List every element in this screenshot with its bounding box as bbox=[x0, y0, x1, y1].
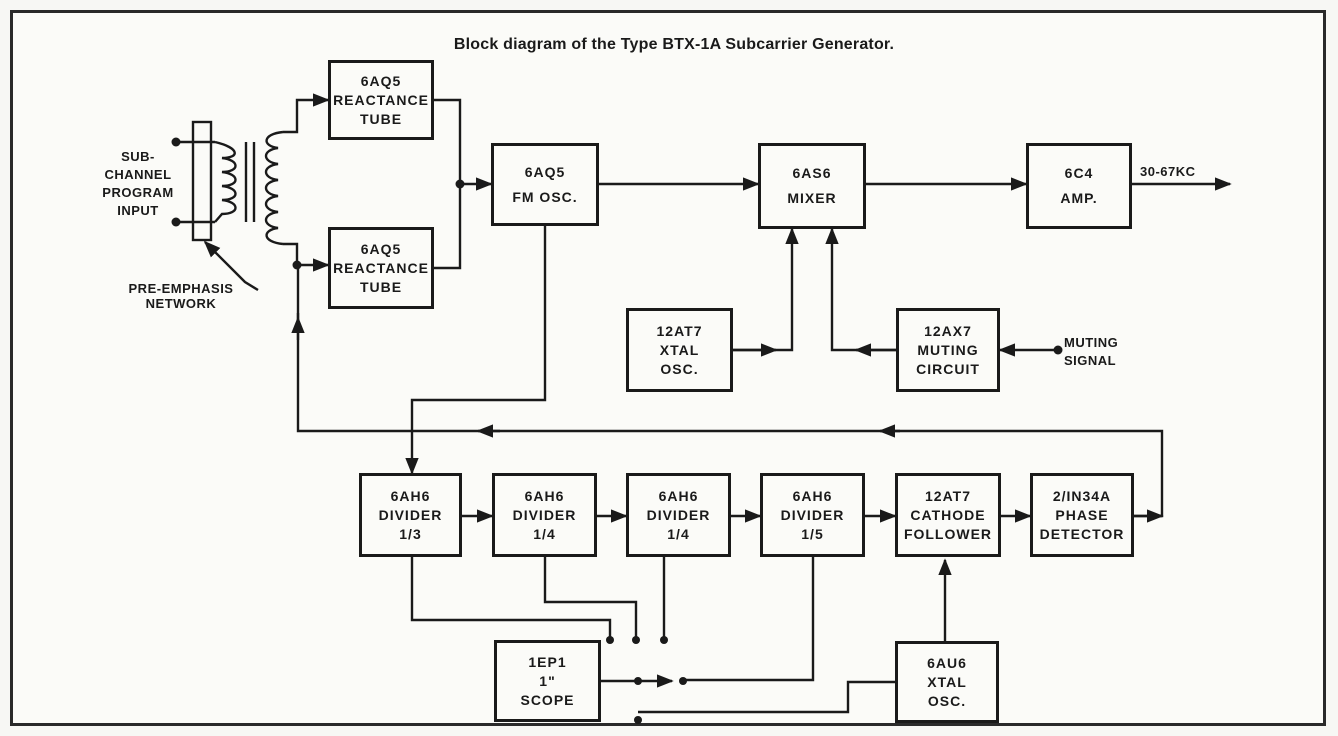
switch-contact-2 bbox=[632, 636, 640, 644]
amplifier: 6C4 AMP. bbox=[1026, 143, 1132, 229]
wire-6au6-to-scope bbox=[638, 680, 895, 714]
input-terminal-bottom bbox=[171, 217, 181, 227]
tap-divider-4 bbox=[683, 557, 815, 682]
tap-divider-2 bbox=[543, 557, 638, 637]
divider-1: 6AH6 DIVIDER 1/3 bbox=[359, 473, 462, 557]
diagram-title: Block diagram of the Type BTX-1A Subcarr… bbox=[453, 36, 895, 53]
phase-detector: 2/IN34A PHASE DETECTOR bbox=[1030, 473, 1134, 557]
input-label: SUB- CHANNEL PROGRAM INPUT bbox=[102, 149, 174, 218]
divider-3: 6AH6 DIVIDER 1/4 bbox=[626, 473, 731, 557]
divider-2: 6AH6 DIVIDER 1/4 bbox=[492, 473, 597, 557]
fm-oscillator: 6AQ5 FM OSC. bbox=[491, 143, 599, 226]
pre-emphasis-pointer bbox=[203, 240, 259, 292]
switch-contact-4 bbox=[679, 677, 687, 685]
wire-xtal-to-mixer bbox=[733, 227, 799, 352]
tap-divider-1 bbox=[410, 557, 612, 637]
switch-contact-3 bbox=[660, 636, 668, 644]
wire-fm-osc-to-divider bbox=[405, 226, 547, 475]
switch-pivot bbox=[634, 677, 642, 685]
switch-contact-5 bbox=[634, 716, 642, 724]
cathode-follower: 12AT7 CATHODE FOLLOWER bbox=[895, 473, 1001, 557]
pre-emphasis-label: PRE-EMPHASIS NETWORK bbox=[128, 281, 234, 311]
input-terminal-top bbox=[171, 137, 181, 147]
wire-muting-to-mixer bbox=[825, 227, 896, 352]
muting-signal-label: MUTING SIGNAL bbox=[1064, 335, 1119, 368]
reactance-tube-top: 6AQ5 REACTANCE TUBE bbox=[328, 60, 434, 140]
primary-coil bbox=[214, 140, 237, 223]
junction-feedback bbox=[292, 260, 302, 270]
output-label: 30-67KC bbox=[1140, 164, 1196, 179]
pre-emphasis-network bbox=[191, 120, 213, 242]
divider-4: 6AH6 DIVIDER 1/5 bbox=[760, 473, 865, 557]
xtal-oscillator-6au6: 6AU6 XTAL OSC. bbox=[895, 641, 999, 723]
muting-signal-terminal bbox=[1053, 345, 1063, 355]
reactance-tube-bottom: 6AQ5 REACTANCE TUBE bbox=[328, 227, 434, 309]
xtal-oscillator-12at7: 12AT7 XTAL OSC. bbox=[626, 308, 733, 392]
mixer: 6AS6 MIXER bbox=[758, 143, 866, 229]
secondary-coil bbox=[264, 130, 284, 246]
scope-1ep1: 1EP1 1" SCOPE bbox=[494, 640, 601, 722]
wire-to-reactance-top bbox=[283, 93, 330, 134]
muting-circuit: 12AX7 MUTING CIRCUIT bbox=[896, 308, 1000, 392]
wire-to-reactance-bottom bbox=[283, 242, 330, 272]
junction-reactance bbox=[455, 179, 465, 189]
switch-contact-1 bbox=[606, 636, 614, 644]
